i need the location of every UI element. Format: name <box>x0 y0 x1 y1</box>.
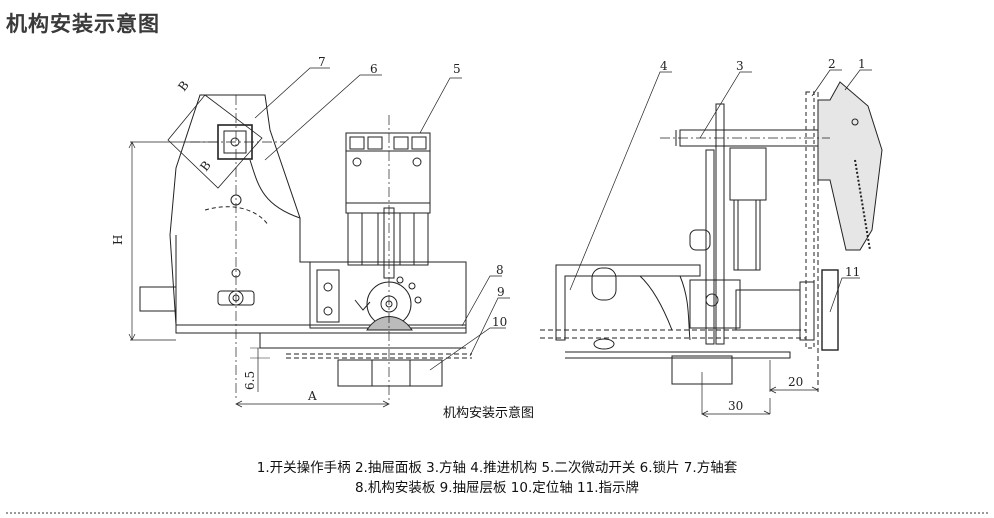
dim-30: 30 <box>728 399 743 413</box>
callout-1: 1 <box>858 57 866 71</box>
dim-B-top: B <box>175 78 192 94</box>
callout-11: 11 <box>845 265 860 279</box>
dim-20: 20 <box>788 375 803 389</box>
callout-5: 5 <box>453 62 461 76</box>
dotted-divider <box>6 512 988 514</box>
dim-B-bottom: B <box>197 158 214 174</box>
installation-diagram: 7 6 5 8 9 10 4 3 2 1 11 H A B B 6.5 20 3… <box>111 55 883 418</box>
callout-8: 8 <box>496 263 504 277</box>
callout-7: 7 <box>318 55 326 69</box>
dim-6-5: 6.5 <box>243 371 257 390</box>
right-side-view <box>540 69 883 418</box>
parts-legend-line-1: 1.开关操作手柄 2.抽屉面板 3.方轴 4.推进机构 5.二次微动开关 6.锁… <box>256 460 738 476</box>
callout-10: 10 <box>492 315 507 329</box>
dim-H: H <box>111 235 125 245</box>
parts-legend-line-2: 8.机构安装板 9.抽屉层板 10.定位轴 11.指示牌 <box>354 480 640 496</box>
figure-caption: 机构安装示意图 <box>443 406 535 421</box>
page-title: 机构安装示意图 <box>6 12 160 36</box>
left-front-view <box>128 67 510 408</box>
callout-2: 2 <box>828 57 836 71</box>
callout-9: 9 <box>497 285 505 299</box>
callout-3: 3 <box>736 59 744 73</box>
callout-6: 6 <box>370 62 378 76</box>
callout-4: 4 <box>660 59 668 73</box>
dim-A: A <box>307 389 317 403</box>
